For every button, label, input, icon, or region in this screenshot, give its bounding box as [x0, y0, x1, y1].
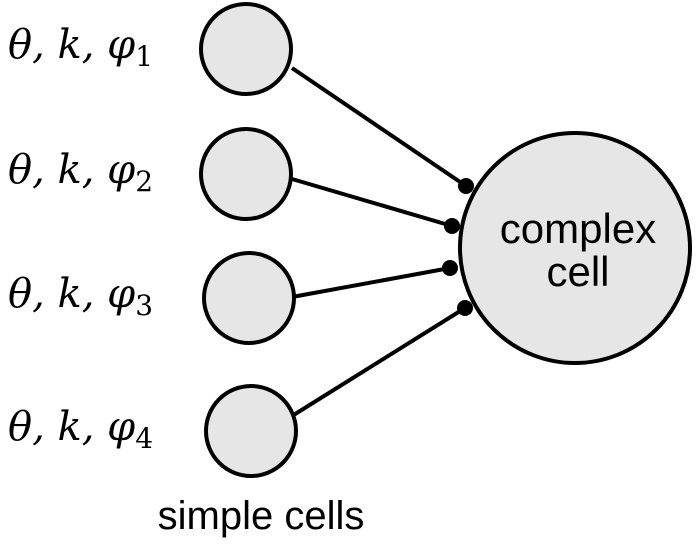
complex-cell-label-line2: cell	[546, 248, 609, 295]
simple-cell-label-2-sub: 2	[135, 165, 153, 198]
simple-cell-node-1	[199, 2, 293, 96]
simple-cell-label-2: θ, k, φ2	[8, 147, 153, 198]
simple-cell-node-4	[204, 384, 298, 478]
complex-cell-node	[458, 131, 692, 365]
simple-cell-label-3-sub: 3	[135, 289, 153, 322]
simple-cell-label-1-vars: θ, k, φ	[8, 22, 135, 68]
connection-1	[290, 66, 468, 188]
simple-cell-label-4: θ, k, φ4	[8, 404, 153, 455]
simple-cell-label-3: θ, k, φ3	[8, 271, 153, 322]
connection-3	[291, 266, 451, 299]
simple-cells-caption: simple cells	[158, 494, 365, 538]
synapse-dot-2	[444, 218, 460, 234]
simple-cell-node-3	[202, 251, 296, 345]
simple-cell-label-1: θ, k, φ1	[8, 22, 153, 73]
complex-cell-label-line1: complex	[500, 205, 656, 252]
synapse-dot-3	[442, 260, 458, 276]
simple-cell-label-4-vars: θ, k, φ	[8, 404, 135, 450]
connection-4	[290, 306, 467, 418]
simple-cell-label-2-vars: θ, k, φ	[8, 147, 135, 193]
simple-cell-label-1-sub: 1	[135, 40, 153, 73]
synapse-dot-4	[457, 300, 473, 316]
simple-cell-node-2	[199, 127, 293, 221]
simple-cell-label-3-vars: θ, k, φ	[8, 271, 135, 317]
simple-cell-label-4-sub: 4	[135, 422, 153, 455]
synapse-dot-1	[458, 178, 474, 194]
connection-2	[291, 177, 453, 228]
